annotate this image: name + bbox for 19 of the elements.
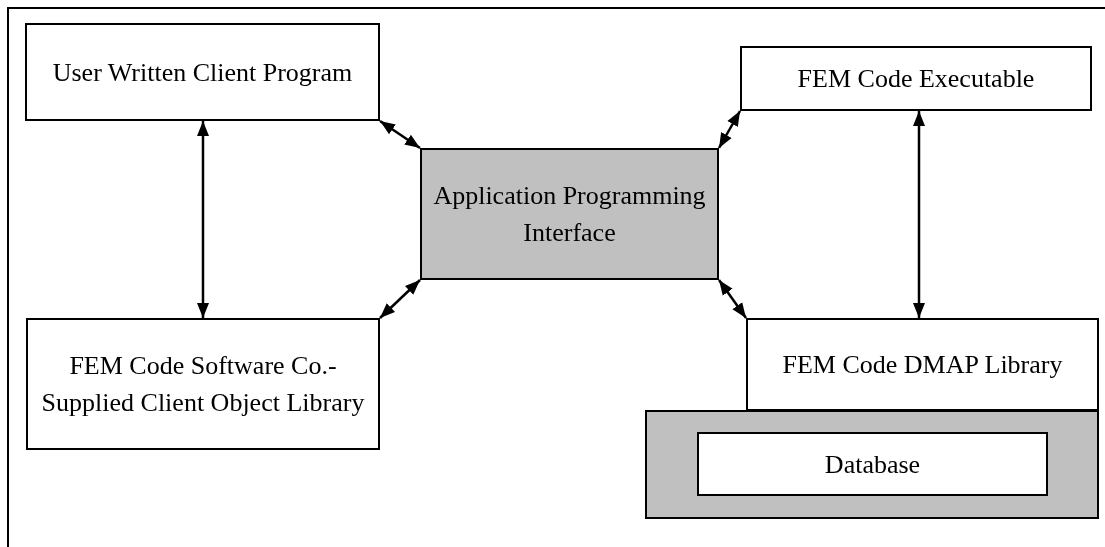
box-label: Application Programming Interface <box>432 180 707 249</box>
database-box <box>697 432 1048 496</box>
double-arrow <box>718 279 747 319</box>
box-label: User Written Client Program <box>51 56 354 89</box>
box-label: FEM Code Executable <box>796 63 1036 95</box>
database-container-box <box>645 410 1099 519</box>
box-label: FEM Code Software Co.-Supplied Client Object Library <box>40 350 366 419</box>
box-label: Database <box>823 448 922 481</box>
client-program-box <box>25 23 380 121</box>
api-box <box>420 148 719 280</box>
executable-box <box>740 46 1092 111</box>
box-label: FEM Code DMAP Library <box>781 349 1064 381</box>
dmap-library-box <box>746 318 1099 411</box>
double-arrow <box>379 279 421 319</box>
double-arrow <box>379 119 421 150</box>
double-arrow <box>913 111 925 318</box>
client-library-box <box>26 318 380 450</box>
double-arrow <box>197 121 209 318</box>
double-arrow <box>717 110 742 149</box>
